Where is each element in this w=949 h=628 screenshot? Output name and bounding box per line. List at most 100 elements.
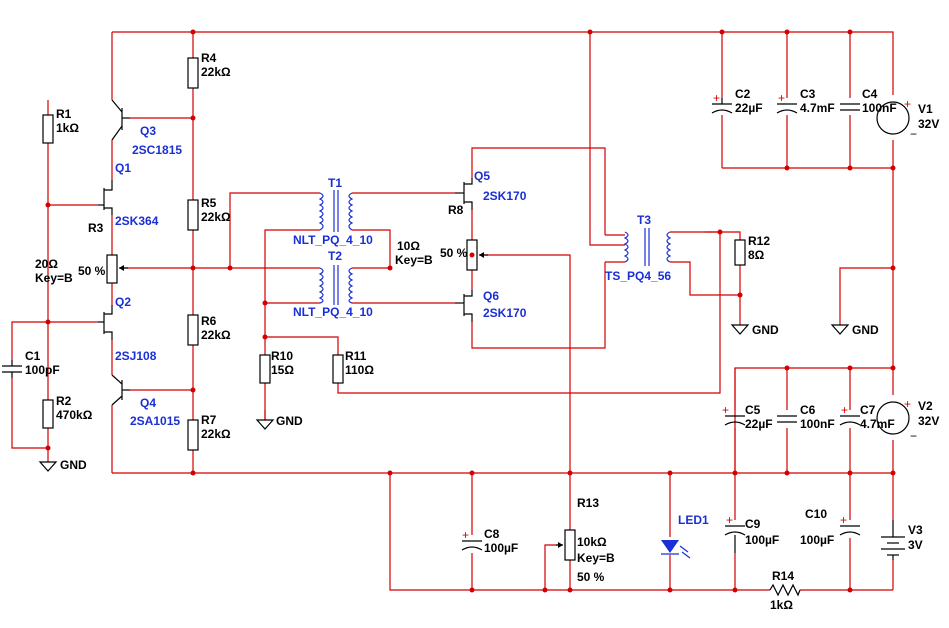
r10-ref: R10 xyxy=(271,349,293,363)
transistor-q1: Q1 2SK364 xyxy=(98,161,159,228)
r6-value: 22kΩ xyxy=(201,328,231,342)
t2-ref: T2 xyxy=(328,249,342,263)
c8-value: 100µF xyxy=(484,541,518,555)
q2-ref: Q2 xyxy=(115,295,131,309)
q6-ref: Q6 xyxy=(483,289,499,303)
t3-ref: T3 xyxy=(637,213,651,227)
v3-value: 3V xyxy=(908,538,923,552)
r2-value: 470kΩ xyxy=(56,408,93,422)
q1-part: 2SK364 xyxy=(115,214,159,228)
wires xyxy=(11,31,894,591)
transistor-q2: Q2 2SJ108 xyxy=(98,295,157,363)
r8-key: Key=B xyxy=(395,253,433,267)
battery-v3: V3 3V xyxy=(881,520,923,560)
r5-value: 22kΩ xyxy=(201,210,231,224)
c6-value: 100nF xyxy=(800,417,835,431)
c2-plus: + xyxy=(713,91,720,105)
t2-part: NLT_PQ_4_10 xyxy=(293,305,373,319)
gnd-r12-label: GND xyxy=(752,323,779,337)
junctions xyxy=(45,29,896,593)
c3-ref: C3 xyxy=(800,87,816,101)
transformer-t3: T3 TS_PQ4_56 xyxy=(605,213,671,283)
r13-value: 10kΩ xyxy=(577,535,607,549)
r4-ref: R4 xyxy=(201,51,217,65)
capacitor-c4: C4 100nF xyxy=(840,87,897,115)
capacitor-c6: C6 100nF xyxy=(777,403,835,431)
gnd-left-label: GND xyxy=(60,458,87,472)
c9-value: 100µF xyxy=(745,533,779,547)
capacitor-c7: + C7 4.7mF xyxy=(839,403,895,431)
r3-value: 20Ω xyxy=(35,257,58,271)
resistor-r1: R1 1kΩ xyxy=(42,107,79,144)
v1-plus: + xyxy=(904,97,911,111)
capacitor-c3: + C3 4.7mF xyxy=(776,87,835,115)
transformer-t2: T2 NLT_PQ_4_10 xyxy=(293,249,373,319)
r1-value: 1kΩ xyxy=(56,121,79,135)
r12-value: 8Ω xyxy=(748,248,765,262)
r2-ref: R2 xyxy=(56,394,72,408)
c4-value: 100nF xyxy=(862,101,897,115)
r7-value: 22kΩ xyxy=(201,427,231,441)
c8-ref: C8 xyxy=(484,527,500,541)
r8-wiper: 50 % xyxy=(440,246,468,260)
r3-ref: R3 xyxy=(88,221,104,235)
c7-value: 4.7mF xyxy=(860,417,895,431)
ground-r10: GND xyxy=(255,410,303,430)
c10-plus: + xyxy=(840,513,847,527)
r13-ref: R13 xyxy=(577,496,599,510)
c3-value: 4.7mF xyxy=(800,101,835,115)
r12-ref: R12 xyxy=(748,234,770,248)
v2-value: 32V xyxy=(918,414,939,428)
c5-ref: C5 xyxy=(745,403,761,417)
transistor-q5: Q5 2SK170 xyxy=(455,169,527,210)
resistor-r12: R12 8Ω xyxy=(734,234,770,266)
q6-part: 2SK170 xyxy=(483,306,527,320)
q1-ref: Q1 xyxy=(115,161,131,175)
r10-value: 15Ω xyxy=(271,363,294,377)
r13-wiper: 50 % xyxy=(577,570,605,584)
gnd-r10-label: GND xyxy=(276,414,303,428)
r7-ref: R7 xyxy=(201,413,217,427)
r3-wiper: 50 % xyxy=(78,264,106,278)
capacitor-c10: + C10 100µF xyxy=(800,507,861,547)
transformer-t1: T1 NLT_PQ_4_10 xyxy=(293,176,373,247)
resistor-r6: R6 22kΩ xyxy=(187,314,231,346)
transistor-q3: Q3 2SC1815 xyxy=(111,99,182,157)
q2-part: 2SJ108 xyxy=(115,349,157,363)
q4-ref: Q4 xyxy=(140,396,156,410)
r8-value: 10Ω xyxy=(397,239,420,253)
resistor-r4: R4 22kΩ xyxy=(187,51,231,89)
potentiometer-r8: R8 10Ω Key=B 50 % xyxy=(395,203,488,271)
capacitor-c1: C1 100pF xyxy=(2,349,60,378)
resistor-r2: R2 470kΩ xyxy=(42,394,93,429)
q5-ref: Q5 xyxy=(474,169,490,183)
c7-plus: + xyxy=(841,403,848,417)
t3-part: TS_PQ4_56 xyxy=(605,269,671,283)
c1-ref: C1 xyxy=(25,349,41,363)
v2-ref: V2 xyxy=(918,399,933,413)
r6-ref: R6 xyxy=(201,314,217,328)
v3-ref: V3 xyxy=(908,523,923,537)
r14-value: 1kΩ xyxy=(770,598,793,612)
capacitor-c9: + C9 100µF xyxy=(724,513,779,553)
c5-plus: + xyxy=(722,403,729,417)
c4-ref: C4 xyxy=(862,87,878,101)
c7-ref: C7 xyxy=(860,403,876,417)
q5-part: 2SK170 xyxy=(483,189,527,203)
r8-ref: R8 xyxy=(448,203,464,217)
ground-r12: GND xyxy=(730,323,779,337)
v1-minus: − xyxy=(910,127,917,141)
capacitor-c8: + C8 100µF xyxy=(461,527,518,555)
ground-left: GND xyxy=(38,458,87,472)
c9-plus: + xyxy=(726,513,733,527)
r5-ref: R5 xyxy=(201,196,217,210)
voltage-source-v1: + − V1 32V xyxy=(876,97,939,141)
capacitor-c5: + C5 22µF xyxy=(722,403,773,431)
resistor-r10: R10 15Ω xyxy=(259,349,294,384)
r13-key: Key=B xyxy=(577,551,615,565)
t1-part: NLT_PQ_4_10 xyxy=(293,233,373,247)
transistor-q4: Q4 2SA1015 xyxy=(111,374,180,428)
r4-value: 22kΩ xyxy=(201,65,231,79)
resistor-r5: R5 22kΩ xyxy=(187,196,231,231)
